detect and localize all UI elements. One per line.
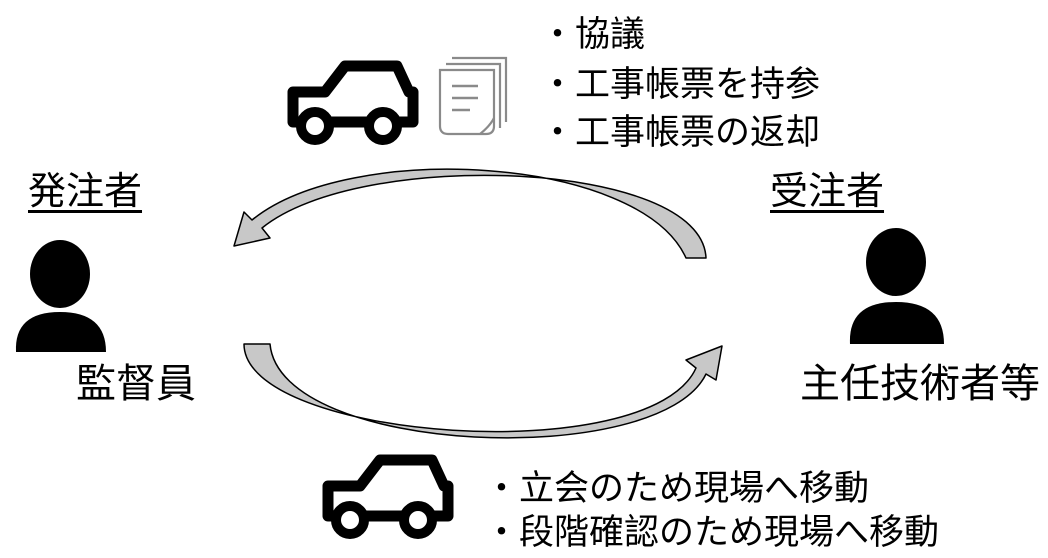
top-action-item: ・協議	[540, 15, 646, 55]
person-icon	[15, 240, 107, 352]
top-action-item: ・工事帳票の返却	[540, 113, 821, 153]
bottom-action-item: ・立会のため現場へ移動	[484, 469, 870, 509]
client-role-label: 発注者	[28, 169, 143, 213]
car-icon	[322, 454, 454, 539]
person-icon	[849, 228, 944, 344]
documents-icon	[438, 56, 508, 136]
curved-arrow-right-icon	[243, 343, 723, 439]
contractor-role-label: 受注者	[770, 169, 885, 213]
curved-arrow-left-icon	[233, 168, 707, 259]
top-action-item: ・工事帳票を持参	[540, 65, 821, 105]
client-title: 監督員	[76, 361, 196, 407]
bottom-action-item: ・段階確認のため現場へ移動	[484, 513, 940, 553]
contractor-title: 主任技術者等	[800, 361, 1040, 407]
car-icon	[287, 60, 419, 145]
